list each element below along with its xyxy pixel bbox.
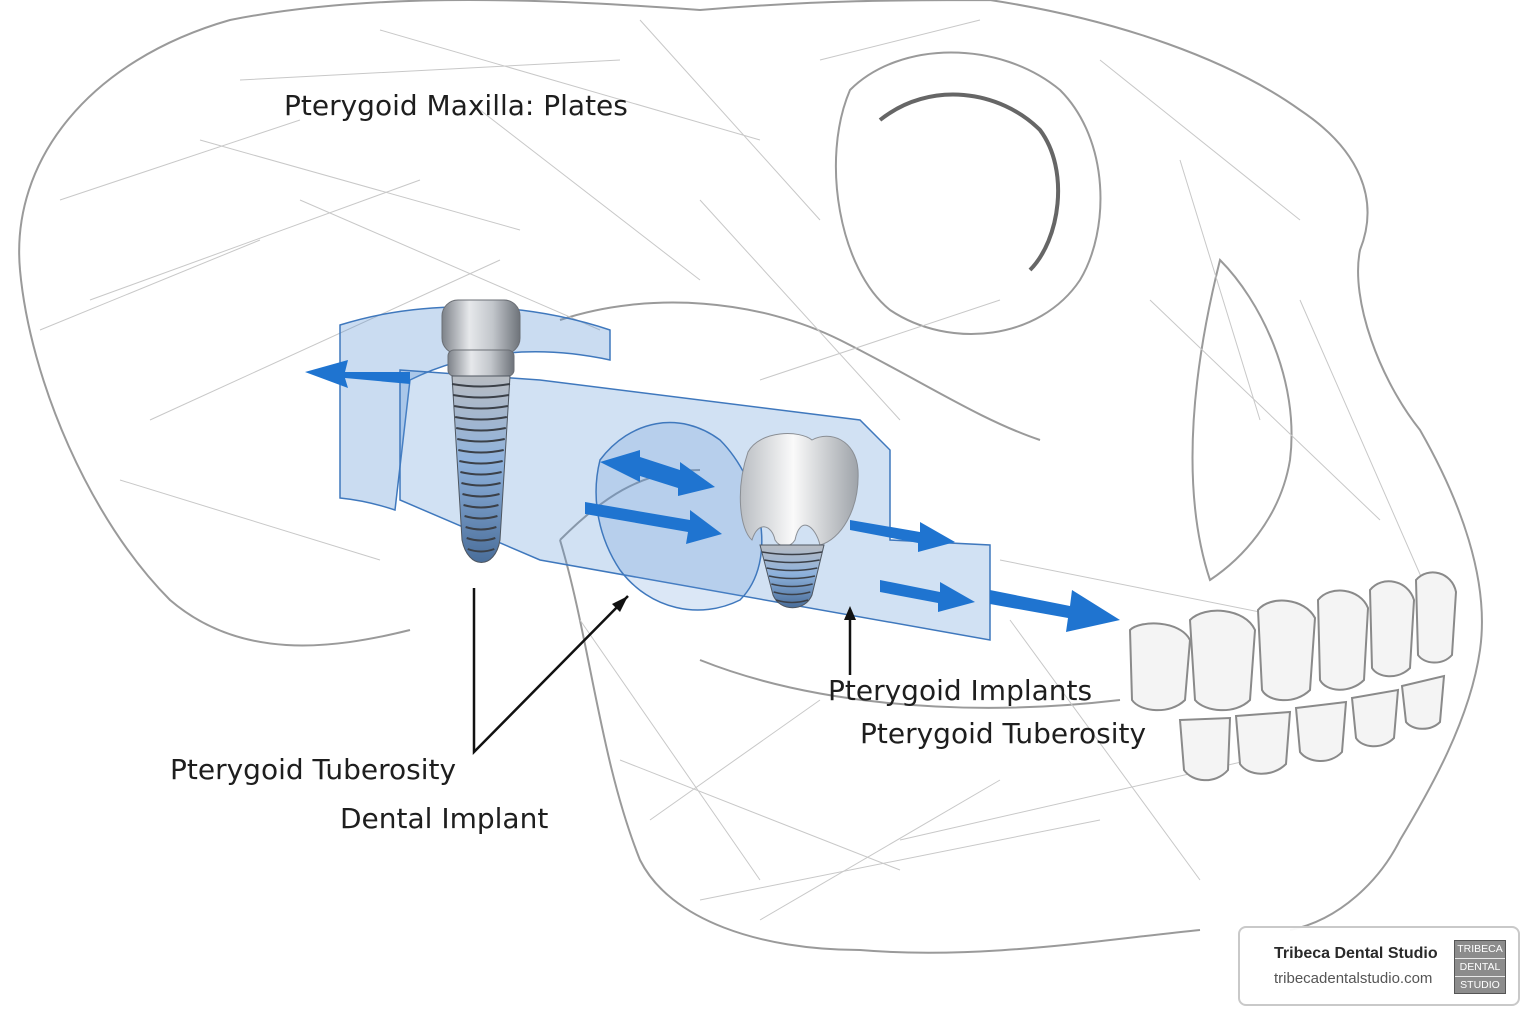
thread-ring <box>768 575 816 580</box>
thread-ring <box>466 537 496 542</box>
tooth <box>1414 571 1458 664</box>
dental-implant-large <box>441 299 521 563</box>
thread-ring <box>467 548 495 553</box>
cranium-outline <box>18 0 1483 931</box>
tooth <box>1400 674 1446 730</box>
thread-ring <box>773 591 811 596</box>
skull-outline <box>18 0 1483 954</box>
tooth <box>1368 580 1416 678</box>
thread-ring <box>462 493 500 498</box>
tooth-implant-threads <box>761 551 823 604</box>
tooth <box>1316 589 1370 691</box>
studio-name: Tribeca Dental Studio <box>1274 945 1438 962</box>
arrow-rear <box>305 360 410 388</box>
arrow-front-upper <box>850 520 955 552</box>
thread-ring <box>459 460 503 465</box>
implant-threads <box>451 383 511 553</box>
thread-ring <box>458 449 504 454</box>
leader-lines <box>472 588 852 756</box>
thread-ring <box>766 567 818 572</box>
arrow-mid-double <box>600 450 715 496</box>
tooth <box>1178 716 1232 782</box>
implant-abutment <box>441 299 521 355</box>
logo-line: DENTAL <box>1455 959 1505 977</box>
leader-arrowhead <box>844 606 856 620</box>
thread-ring <box>451 383 511 388</box>
tooth <box>1256 599 1317 702</box>
cheekbone <box>559 301 1041 441</box>
arrow-front-lower <box>880 580 975 612</box>
logo-line: TRIBECA <box>1455 941 1505 959</box>
bone-texture <box>39 19 1441 921</box>
arrow-mid-lower <box>585 502 722 544</box>
thread-ring <box>463 504 499 509</box>
tooth-crown <box>739 433 859 547</box>
thread-ring <box>460 471 502 476</box>
studio-url: tribecadentalstudio.com <box>1274 970 1433 987</box>
eye-socket <box>834 51 1102 335</box>
force-arrows <box>305 360 1120 632</box>
thread-ring <box>775 599 809 604</box>
implant-tooth <box>739 433 859 609</box>
diagram-title: Pterygoid Maxilla: Plates <box>284 89 628 122</box>
nasal-cavity <box>1191 258 1293 582</box>
thread-ring <box>761 551 823 556</box>
tooth <box>1128 622 1192 712</box>
studio-watermark: Tribeca Dental Studio tribecadentalstudi… <box>1238 926 1520 1006</box>
lower-jaw-curve <box>699 659 1121 709</box>
logo-line: STUDIO <box>1460 979 1500 991</box>
tooth <box>1188 609 1257 712</box>
leader-tuberosity <box>472 588 629 756</box>
thread-ring <box>771 583 813 588</box>
label-pterygoid-tuberosity-left: Pterygoid Tuberosity <box>170 753 457 786</box>
tooth <box>1294 700 1348 762</box>
thread-ring <box>457 438 505 443</box>
upper-teeth <box>1128 571 1458 712</box>
thread-ring <box>461 482 501 487</box>
tooth <box>1350 688 1400 748</box>
thread-ring <box>455 427 507 432</box>
thread-ring <box>464 515 498 520</box>
leader-arrowhead <box>612 596 628 612</box>
tooth <box>1234 710 1292 775</box>
jaw-outline <box>559 539 1201 954</box>
arrow-front-long <box>990 590 1120 632</box>
thread-ring <box>465 526 497 531</box>
thread-ring <box>764 559 820 564</box>
label-pterygoid-tuberosity-right: Pterygoid Tuberosity <box>860 717 1147 750</box>
thread-ring <box>454 416 508 421</box>
thread-ring <box>452 394 510 399</box>
back-cranium <box>19 269 411 647</box>
thread-ring <box>453 405 509 410</box>
studio-logo: TRIBECA DENTAL STUDIO <box>1454 940 1506 994</box>
lower-teeth <box>1178 674 1446 782</box>
label-pterygoid-implants: Pterygoid Implants <box>828 674 1093 707</box>
label-dental-implant: Dental Implant <box>340 802 549 835</box>
eye-socket-inner <box>878 92 1061 272</box>
implant-collar <box>447 349 515 377</box>
